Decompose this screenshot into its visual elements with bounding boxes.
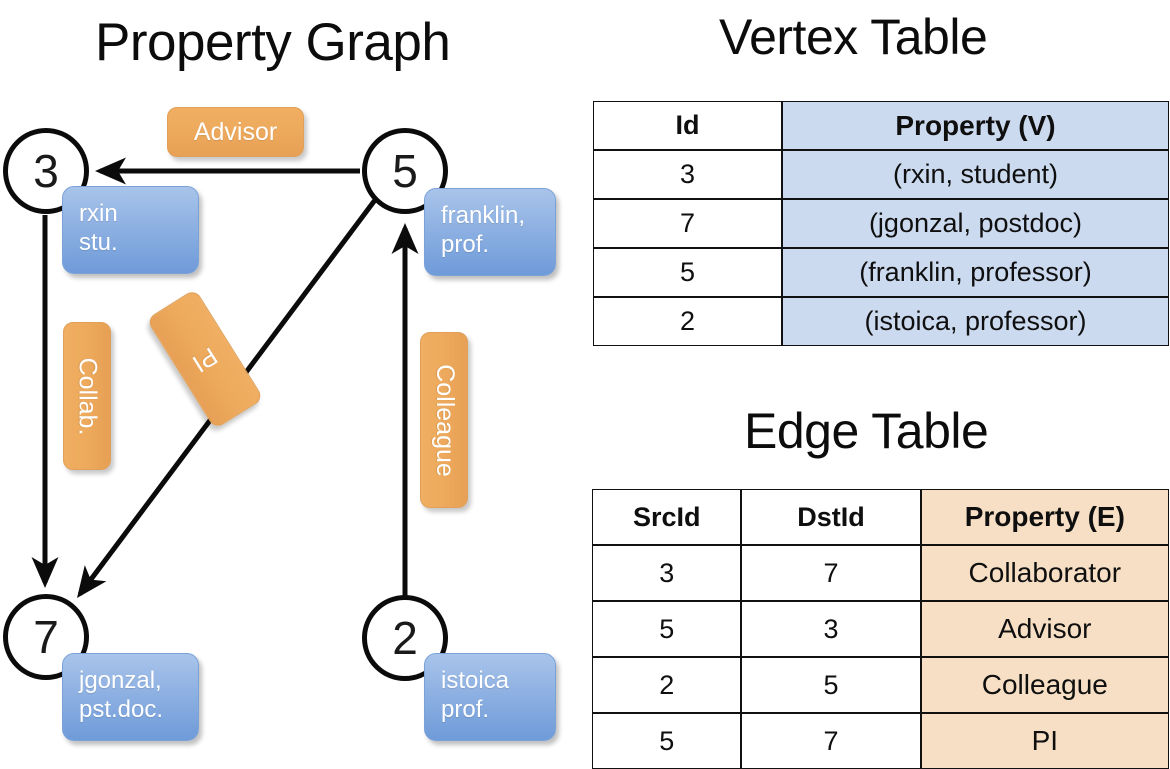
table-row[interactable]: 5 (franklin, professor) <box>593 248 1169 297</box>
edge-cell-property: Collaborator <box>920 545 1169 601</box>
edge-table-header-srcid: SrcId <box>592 489 742 545</box>
edge-label-advisor[interactable]: Advisor <box>167 107 304 157</box>
edge-cell-srcid: 2 <box>592 657 742 713</box>
graph-node-7-label: 7 <box>33 611 59 663</box>
edge-label-advisor-text: Advisor <box>193 117 278 146</box>
vertex-cell-property: (rxin, student) <box>782 150 1169 199</box>
table-row[interactable]: 5 7 PI <box>592 713 1169 769</box>
edge-table-header-dstid: DstId <box>741 489 921 545</box>
table-row[interactable]: 5 3 Advisor <box>592 601 1169 657</box>
graph-node-5-label: 5 <box>392 145 418 197</box>
table-row[interactable]: 3 (rxin, student) <box>593 150 1169 199</box>
vertex-property-istoica-line2: prof. <box>441 696 490 724</box>
page-title-property-graph: Property Graph <box>95 13 451 72</box>
vertex-cell-id: 5 <box>593 248 782 297</box>
edge-cell-srcid: 3 <box>592 545 742 601</box>
vertex-cell-id: 2 <box>593 297 782 346</box>
page-title-vertex-table: Vertex Table <box>719 9 988 65</box>
edge-cell-dstid: 5 <box>741 657 921 713</box>
vertex-property-franklin-line2: prof. <box>441 231 490 259</box>
edge-cell-srcid: 5 <box>592 601 742 657</box>
vertex-cell-id: 7 <box>593 199 782 248</box>
edge-cell-dstid: 3 <box>741 601 921 657</box>
edge-table: SrcId DstId Property (E) 3 7 Collaborato… <box>592 489 1169 769</box>
table-row[interactable]: 2 5 Colleague <box>592 657 1169 713</box>
vertex-property-rxin-line1: rxin <box>79 200 118 227</box>
edge-label-pi-text: PI <box>187 341 223 378</box>
vertex-property-box-istoica[interactable]: istoica prof. <box>424 653 556 741</box>
vertex-property-box-rxin[interactable]: rxin stu. <box>62 186 199 274</box>
property-graph-panel: Property Graph 3 5 7 <box>0 0 585 760</box>
vertex-cell-id: 3 <box>593 150 782 199</box>
graph-node-5[interactable]: 5 <box>362 128 448 214</box>
table-row[interactable]: 7 (jgonzal, postdoc) <box>593 199 1169 248</box>
vertex-cell-property: (istoica, professor) <box>782 297 1169 346</box>
edge-label-colleague-text: Colleague <box>430 363 459 477</box>
edge-label-collab-text: Collab. <box>73 357 102 435</box>
table-row[interactable]: 2 (istoica, professor) <box>593 297 1169 346</box>
vertex-property-istoica-line1: istoica <box>441 667 510 694</box>
edge-label-colleague[interactable]: Colleague <box>420 332 468 508</box>
edge-table-header-property: Property (E) <box>920 489 1169 545</box>
vertex-table-header-property: Property (V) <box>782 101 1169 150</box>
edge-cell-dstid: 7 <box>741 545 921 601</box>
vertex-cell-property: (jgonzal, postdoc) <box>782 199 1169 248</box>
vertex-property-jgonzal-line2: pst.doc. <box>79 696 164 724</box>
vertex-table: Id Property (V) 3 (rxin, student) 7 (jgo… <box>593 101 1169 346</box>
edge-cell-dstid: 7 <box>741 713 921 769</box>
vertex-property-box-jgonzal[interactable]: jgonzal, pst.doc. <box>62 653 199 741</box>
graph-node-2[interactable]: 2 <box>362 595 448 681</box>
edge-table-header-row: SrcId DstId Property (E) <box>592 489 1169 545</box>
page-title-edge-table: Edge Table <box>744 403 989 459</box>
vertex-table-header-row: Id Property (V) <box>593 101 1169 150</box>
table-row[interactable]: 3 7 Collaborator <box>592 545 1169 601</box>
edge-cell-property: Colleague <box>920 657 1169 713</box>
vertex-property-franklin-line1: franklin, <box>441 202 526 229</box>
edge-cell-property: Advisor <box>920 601 1169 657</box>
graph-node-2-label: 2 <box>392 612 418 664</box>
vertex-cell-property: (franklin, professor) <box>782 248 1169 297</box>
graph-node-3-label: 3 <box>33 145 59 197</box>
vertex-property-box-franklin[interactable]: franklin, prof. <box>424 188 556 276</box>
vertex-table-header-id: Id <box>593 101 782 150</box>
edge-cell-property: PI <box>920 713 1169 769</box>
vertex-property-jgonzal-line1: jgonzal, <box>79 667 162 694</box>
vertex-property-rxin-line2: stu. <box>79 229 118 257</box>
edge-cell-srcid: 5 <box>592 713 742 769</box>
edge-label-collab[interactable]: Collab. <box>63 322 111 470</box>
